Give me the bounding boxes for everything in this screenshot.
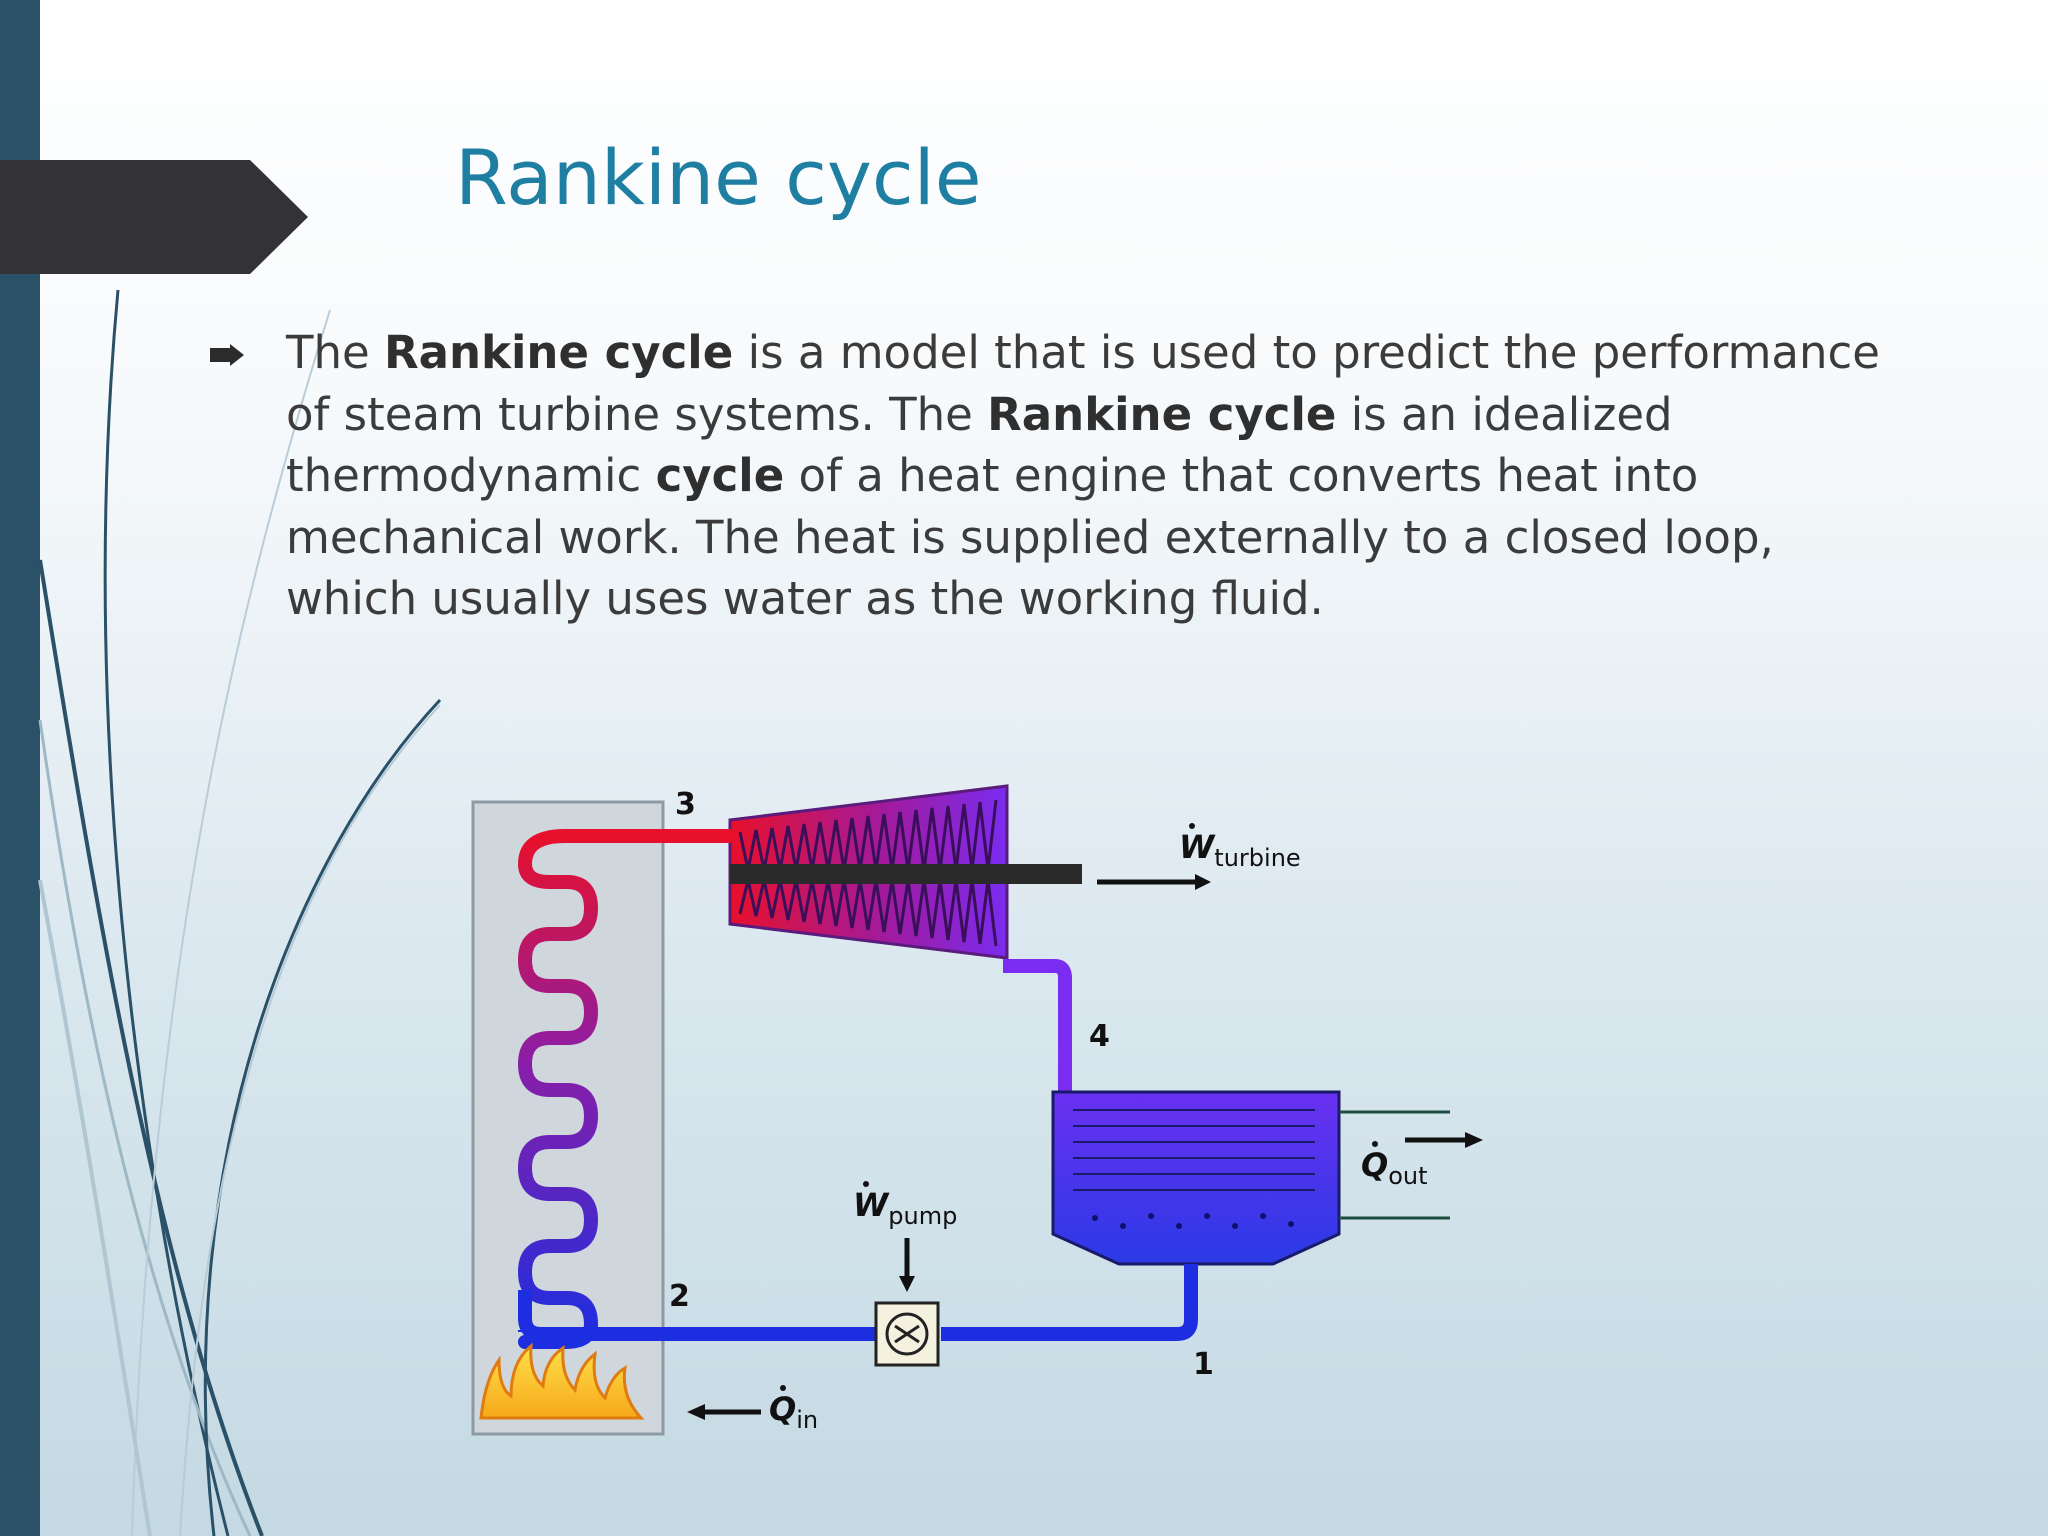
w-pump-arrowhead bbox=[899, 1276, 915, 1292]
body-text-segment: The bbox=[286, 326, 384, 379]
w-turbine-arrowhead bbox=[1195, 874, 1211, 890]
q-out-subscript: out bbox=[1388, 1162, 1427, 1190]
rankine-cycle-diagram: 3 4 2 1 Wturbine Wpump Qin Qout bbox=[471, 784, 1483, 1436]
turbine-shaft bbox=[730, 864, 1082, 884]
body-text-segment: is an idealized thermodynamic bbox=[286, 387, 1673, 503]
q-in-symbol: Q bbox=[769, 1390, 796, 1428]
state-point-2-label: 2 bbox=[669, 1279, 690, 1314]
flame-icon bbox=[479, 1342, 645, 1420]
w-pump-label: Wpump bbox=[853, 1186, 957, 1230]
body-paragraph: The Rankine cycle is a model that is use… bbox=[286, 322, 1886, 630]
q-in-subscript: in bbox=[796, 1406, 818, 1434]
state-point-4-label: 4 bbox=[1089, 1019, 1110, 1054]
q-out-arrowhead bbox=[1465, 1132, 1483, 1148]
body-text-bold: Rankine cycle bbox=[384, 326, 734, 379]
w-pump-symbol: W bbox=[853, 1186, 890, 1224]
condenser-tubes bbox=[1073, 1109, 1315, 1191]
condenser-vessel bbox=[1051, 1090, 1341, 1266]
w-turbine-subscript: turbine bbox=[1214, 844, 1300, 872]
condensate-drops bbox=[1092, 1213, 1294, 1229]
w-pump-dot bbox=[863, 1181, 869, 1187]
turbine-blades-lower bbox=[738, 879, 998, 947]
state-point-3-label: 3 bbox=[675, 787, 696, 822]
q-out-dot bbox=[1372, 1141, 1378, 1147]
arrow-bullet-icon bbox=[210, 344, 244, 366]
q-out-symbol: Q bbox=[1361, 1146, 1388, 1184]
body-text-segment: is a model that is used to predict the p… bbox=[286, 326, 1880, 441]
turbine-blades bbox=[738, 799, 998, 871]
body-text-bold: Rankine cycle bbox=[987, 387, 1337, 441]
w-turbine-label: Wturbine bbox=[1179, 828, 1301, 872]
title-tab-shape bbox=[0, 160, 308, 274]
state-point-1-label: 1 bbox=[1193, 1347, 1214, 1382]
body-text-bold: cycle bbox=[655, 449, 785, 502]
q-in-dot bbox=[780, 1385, 786, 1391]
pipe-condenser-to-pump bbox=[941, 1264, 1198, 1341]
body-bullet: The Rankine cycle is a model that is use… bbox=[210, 322, 1890, 630]
body-text-segment: of a heat engine that converts heat into… bbox=[286, 449, 1774, 625]
w-turbine-dot bbox=[1189, 823, 1195, 829]
q-in-arrowhead bbox=[687, 1404, 705, 1420]
pipe-pump-to-boiler bbox=[518, 1290, 875, 1341]
pipe-turbine-to-condenser bbox=[1003, 959, 1072, 1100]
q-out-label: Qout bbox=[1361, 1146, 1428, 1190]
q-in-label: Qin bbox=[769, 1390, 818, 1434]
w-pump-subscript: pump bbox=[888, 1202, 957, 1230]
w-turbine-symbol: W bbox=[1179, 828, 1216, 866]
slide-title: Rankine cycle bbox=[455, 133, 982, 222]
